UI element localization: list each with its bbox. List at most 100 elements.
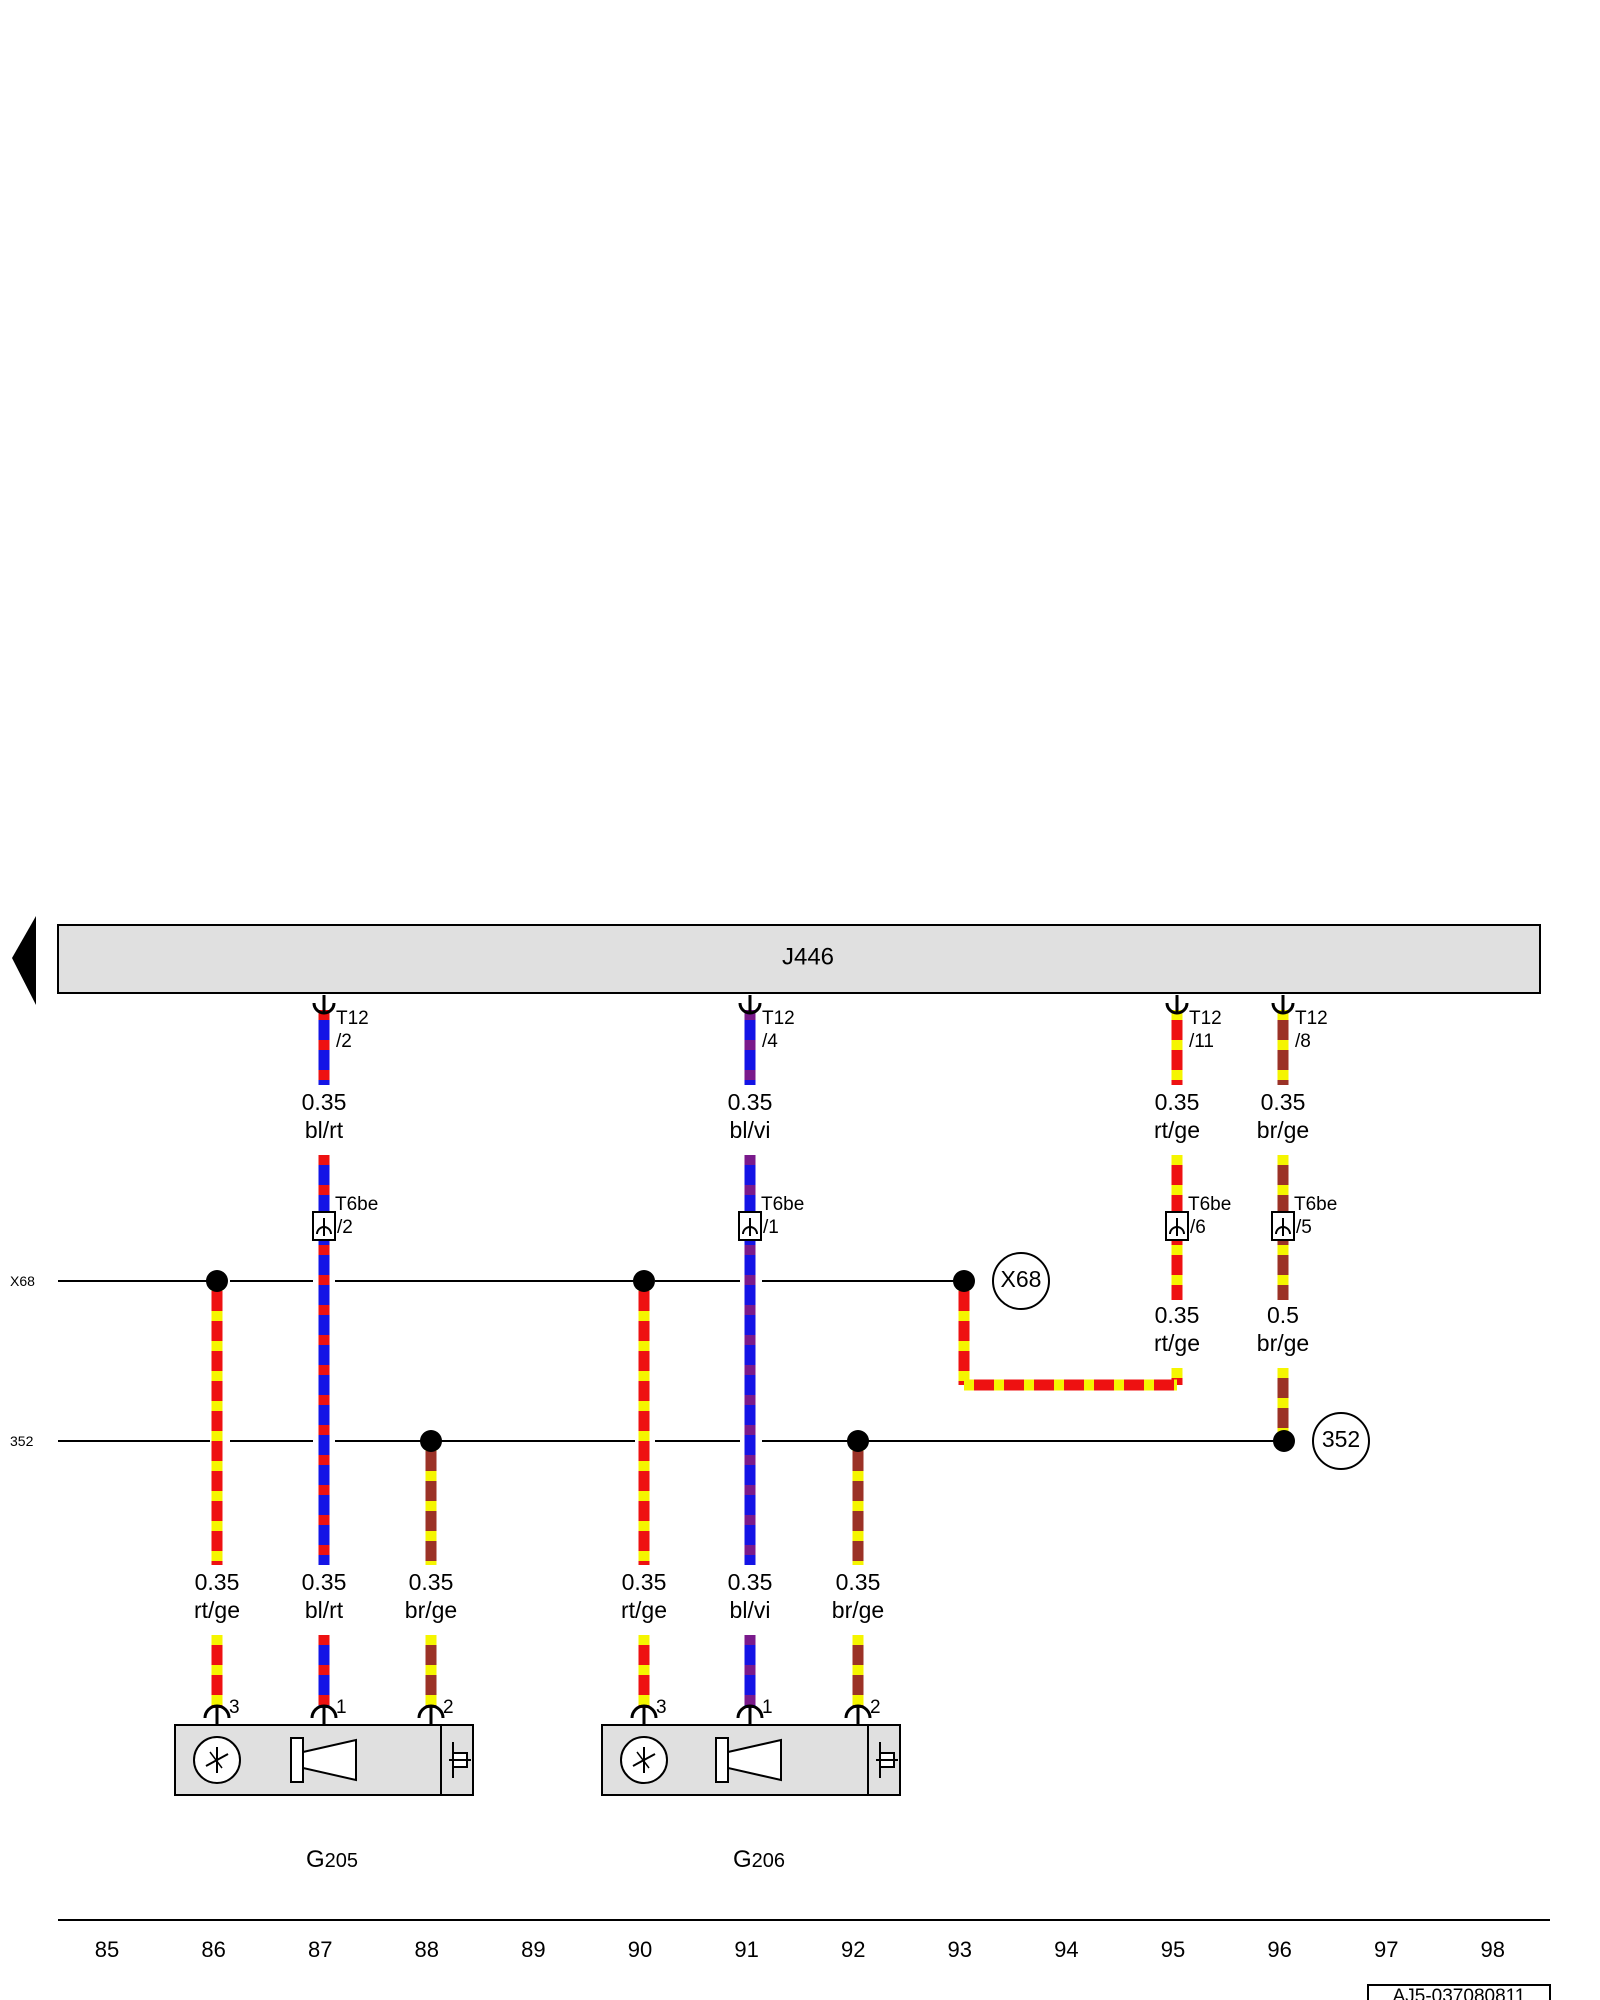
svg-text:T6be: T6be [335,1194,378,1215]
svg-text:/2: /2 [337,1217,353,1238]
wire-color-label: bl/vi [730,1117,771,1143]
ruler-number: 95 [1161,1937,1185,1962]
sensor-icon [620,1736,668,1784]
busbar-x68: X68 [10,1273,963,1289]
svg-text:T6be: T6be [1294,1194,1337,1215]
ruler-number: 86 [201,1937,225,1962]
svg-text:/6: /6 [1190,1217,1206,1238]
svg-text:/11: /11 [1189,1031,1214,1052]
svg-text:1: 1 [762,1697,773,1718]
plug-housing-icon [867,1725,898,1795]
wire-color-label: rt/ge [621,1597,667,1623]
wire-color-label: rt/ge [194,1597,240,1623]
component-label: G205 [306,1846,358,1873]
transducer-icon [715,1737,782,1783]
svg-text:1: 1 [336,1697,347,1718]
ruler-number: 92 [841,1937,865,1962]
svg-text:/4: /4 [762,1031,778,1052]
ruler-number: 93 [948,1937,972,1962]
wire-color-label: rt/ge [1154,1117,1200,1143]
ruler-number: 88 [415,1937,439,1962]
reference-label-x68: X68 [1001,1266,1042,1292]
connector-t12-4: T12 /4 [738,995,795,1052]
ruler-number: 91 [734,1937,758,1962]
reference-352: 352 [1312,1412,1370,1470]
control-unit-j446: J446 [12,916,1541,1005]
connector-t12-11: T12 /11 [1165,995,1222,1052]
svg-text:T12: T12 [762,1008,795,1029]
connector-t6be-1: T6be /1 [738,1194,804,1241]
svg-text:2: 2 [870,1697,881,1718]
component-g206: G206 [601,1724,901,1873]
busbar-352: 352 [10,1433,1283,1449]
svg-text:2: 2 [443,1697,454,1718]
wire-color-label: bl/rt [305,1597,344,1623]
ruler-number: 89 [521,1937,545,1962]
wire-size-label: 0.35 [1261,1089,1306,1115]
svg-text:T12: T12 [1295,1008,1328,1029]
connector-t6be-2: T6be /2 [312,1194,378,1241]
plug-housing-icon [440,1725,471,1795]
reference-x68: X68 [992,1252,1050,1310]
component-label: G206 [733,1846,785,1873]
svg-text:/8: /8 [1295,1031,1311,1052]
ruler-number: 90 [628,1937,652,1962]
svg-text:3: 3 [656,1697,667,1718]
junction-dot [847,1430,869,1452]
ruler-number: 85 [95,1937,119,1962]
component-g205: G205 [174,1724,474,1873]
ruler-number: 98 [1481,1937,1505,1962]
junction-dot [206,1270,228,1292]
reference-label-352: 352 [1322,1426,1360,1452]
component-pins: 3 1 2 3 1 2 [203,1697,881,1725]
busbar-label-352: 352 [10,1433,34,1449]
connector-t6be-6: T6be /6 [1165,1194,1231,1241]
document-id: AJ5-037080811 [1367,1984,1551,2000]
control-unit-label: J446 [782,943,834,970]
transducer-icon [290,1737,357,1783]
connector-t6be-5: T6be /5 [1271,1194,1337,1241]
wire-size-label: 0.35 [302,1089,347,1115]
wire-color-label: br/ge [1257,1330,1309,1356]
connector-t12-8: T12 /8 [1271,995,1328,1052]
ruler-number: 96 [1267,1937,1291,1962]
wire-color-label: rt/ge [1154,1330,1200,1356]
wire-color-label: bl/vi [730,1597,771,1623]
svg-text:/1: /1 [763,1217,779,1238]
svg-text:T12: T12 [1189,1008,1222,1029]
wire-color-label: bl/rt [305,1117,344,1143]
sensor-icon [193,1736,241,1784]
busbar-label-x68: X68 [10,1273,35,1289]
junction-dot [953,1270,975,1292]
ruler-number: 94 [1054,1937,1078,1962]
wire-color-label: br/ge [832,1597,884,1623]
pin-connector: 3 [203,1697,240,1725]
page-continue-arrow-icon [12,916,36,1005]
svg-text:T12: T12 [336,1008,369,1029]
connector-t12-2: T12 /2 [312,995,369,1052]
svg-text:3: 3 [229,1697,240,1718]
wire-size-label: 0.35 [1155,1089,1200,1115]
wire-labels: 0.35 bl/rt 0.35 bl/vi 0.35 rt/ge 0.35 br… [194,1089,1309,1623]
pin-connector: 3 [630,1697,667,1725]
wire-size-label: 0.35 [1155,1302,1200,1328]
svg-text:/2: /2 [336,1031,352,1052]
pin-connector: 1 [736,1697,773,1725]
wire-size-label: 0.5 [1267,1302,1299,1328]
svg-text:T6be: T6be [761,1194,804,1215]
wire-size-label: 0.35 [622,1569,667,1595]
document-id-text: AJ5-037080811 [1393,1986,1526,2000]
junction-dots [206,1270,1295,1452]
wire-color-label: br/ge [1257,1117,1309,1143]
wire-color-label: br/ge [405,1597,457,1623]
pin-connector: 2 [844,1697,881,1725]
wire-size-label: 0.35 [195,1569,240,1595]
wire-size-label: 0.35 [728,1089,773,1115]
junction-dot [1273,1430,1295,1452]
wire-size-label: 0.35 [302,1569,347,1595]
ruler-number: 97 [1374,1937,1398,1962]
junction-dot [633,1270,655,1292]
wire-size-label: 0.35 [409,1569,454,1595]
